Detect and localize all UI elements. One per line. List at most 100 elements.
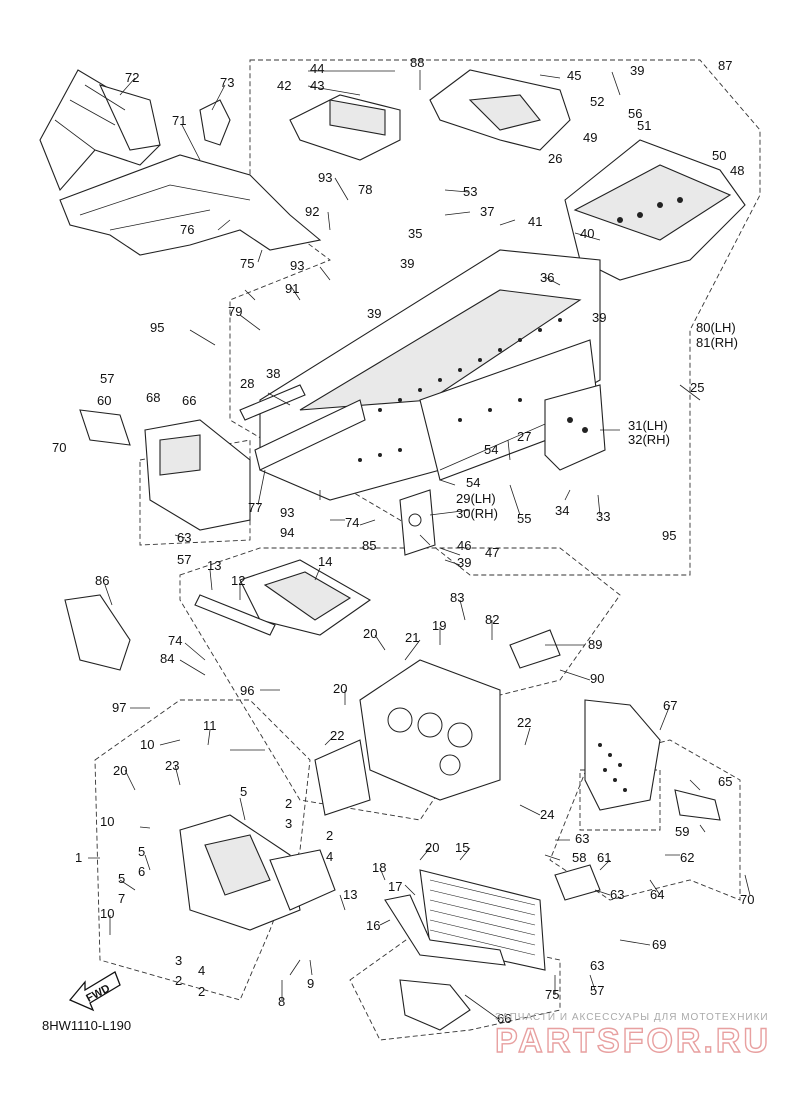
callout-label: 14 bbox=[318, 554, 332, 569]
callout-label: 63 bbox=[610, 887, 624, 902]
callout-label: 15 bbox=[455, 840, 469, 855]
callout-label: 81(RH) bbox=[696, 335, 738, 350]
callout-label: 78 bbox=[358, 182, 372, 197]
callout-label: 3 bbox=[285, 816, 292, 831]
callout-label: 94 bbox=[280, 525, 294, 540]
callout-label: 96 bbox=[240, 683, 254, 698]
callout-label: 58 bbox=[572, 850, 586, 865]
callout-label: 2 bbox=[285, 796, 292, 811]
callout-label: 66 bbox=[182, 393, 196, 408]
callout-label: 74 bbox=[345, 515, 359, 530]
callout-label: 10 bbox=[140, 737, 154, 752]
callout-label: 67 bbox=[663, 698, 677, 713]
bracket-86 bbox=[64, 594, 131, 671]
callout-label: 27 bbox=[517, 429, 531, 444]
callout-label: 55 bbox=[517, 511, 531, 526]
callout-label: 87 bbox=[718, 58, 732, 73]
callout-label: 47 bbox=[485, 545, 499, 560]
callout-label: 89 bbox=[588, 637, 602, 652]
front-frame-71 bbox=[59, 154, 322, 256]
callout-label: 91 bbox=[285, 281, 299, 296]
callout-label: 5 bbox=[118, 871, 125, 886]
leader-lines bbox=[88, 70, 751, 1021]
callout-label: 30(RH) bbox=[456, 506, 498, 521]
callout-label: 2 bbox=[326, 828, 333, 843]
callout-label: 45 bbox=[567, 68, 581, 83]
callout-label: 80(LH) bbox=[696, 320, 736, 335]
callout-label: 64 bbox=[650, 887, 664, 902]
callout-label: 42 bbox=[277, 78, 291, 93]
callout-label: 56 bbox=[628, 106, 642, 121]
callout-label: 19 bbox=[432, 618, 446, 633]
callout-label: 4 bbox=[198, 963, 205, 978]
callout-label: 41 bbox=[528, 214, 542, 229]
callout-label: 51 bbox=[637, 118, 651, 133]
callout-label: 68 bbox=[146, 390, 160, 405]
shaft-12 bbox=[194, 594, 276, 636]
callout-label: 39 bbox=[367, 306, 381, 321]
rear-support-31 bbox=[544, 384, 606, 471]
callout-label: 3 bbox=[175, 953, 182, 968]
callout-label: 75 bbox=[240, 256, 254, 271]
callout-label: 25 bbox=[690, 380, 704, 395]
callout-label: 59 bbox=[675, 824, 689, 839]
rear-rail-assembly bbox=[564, 139, 746, 281]
callout-label: 33 bbox=[596, 509, 610, 524]
callout-label: 54 bbox=[484, 442, 498, 457]
callout-label: 12 bbox=[231, 573, 245, 588]
callout-label: 49 bbox=[583, 130, 597, 145]
callout-label: 5 bbox=[138, 844, 145, 859]
callout-label: 79 bbox=[228, 304, 242, 319]
callout-label: 63 bbox=[590, 958, 604, 973]
callout-label: 20 bbox=[113, 763, 127, 778]
callout-label: 20 bbox=[425, 840, 439, 855]
callout-label: 2 bbox=[175, 973, 182, 988]
callout-label: 4 bbox=[326, 849, 333, 864]
callout-label: 83 bbox=[450, 590, 464, 605]
callout-label: 10 bbox=[100, 906, 114, 921]
callout-label: 61 bbox=[597, 850, 611, 865]
side-rail-28 bbox=[239, 384, 366, 471]
callout-label: 40 bbox=[580, 226, 594, 241]
callout-label: 13 bbox=[207, 558, 221, 573]
callout-label: 11 bbox=[203, 718, 217, 733]
callout-label: 22 bbox=[517, 715, 531, 730]
callout-label: 97 bbox=[112, 700, 126, 715]
callout-label: 43 bbox=[310, 78, 324, 93]
callout-label: 18 bbox=[372, 860, 386, 875]
callout-label: 72 bbox=[125, 70, 139, 85]
callout-labels: 72 73 71 76 75 88 44 42 43 45 26 39 52 5… bbox=[52, 55, 754, 1026]
callout-label: 26 bbox=[548, 151, 562, 166]
fwd-arrow-icon: FWD bbox=[68, 971, 121, 1012]
callout-label: 50 bbox=[712, 148, 726, 163]
callout-label: 85 bbox=[362, 538, 376, 553]
callout-label: 23 bbox=[165, 758, 179, 773]
bracket-4 bbox=[269, 849, 336, 911]
watermark-subtitle: ЗАПЧАСТИ И АКСЕССУАРЫ ДЛЯ МОТОТЕХНИКИ bbox=[495, 1012, 769, 1023]
callout-label: 17 bbox=[388, 879, 402, 894]
callout-label: 62 bbox=[680, 850, 694, 865]
bracket-29 bbox=[399, 489, 436, 556]
callout-label: 39 bbox=[457, 555, 471, 570]
front-bulkhead-21 bbox=[359, 659, 501, 801]
callout-label: 93 bbox=[280, 505, 294, 520]
callout-label: 73 bbox=[220, 75, 234, 90]
callout-label: 44 bbox=[310, 61, 324, 76]
callout-label: 24 bbox=[540, 807, 554, 822]
callout-label: 22 bbox=[330, 728, 344, 743]
callout-label: 20 bbox=[333, 681, 347, 696]
bracket-73 bbox=[199, 99, 231, 146]
footrest-14 bbox=[239, 559, 372, 636]
bracket-89 bbox=[509, 629, 561, 669]
callout-label: 66 bbox=[497, 1011, 511, 1026]
seat-bracket-42 bbox=[289, 94, 401, 161]
callout-label: 38 bbox=[266, 366, 280, 381]
cowl-bracket-72 bbox=[39, 69, 161, 192]
front-plate-22 bbox=[314, 739, 371, 816]
callout-label: 52 bbox=[590, 94, 604, 109]
callout-label: 32(RH) bbox=[628, 432, 670, 447]
callout-label: 74 bbox=[168, 633, 182, 648]
pipe-16 bbox=[384, 894, 506, 966]
callout-label: 36 bbox=[540, 270, 554, 285]
